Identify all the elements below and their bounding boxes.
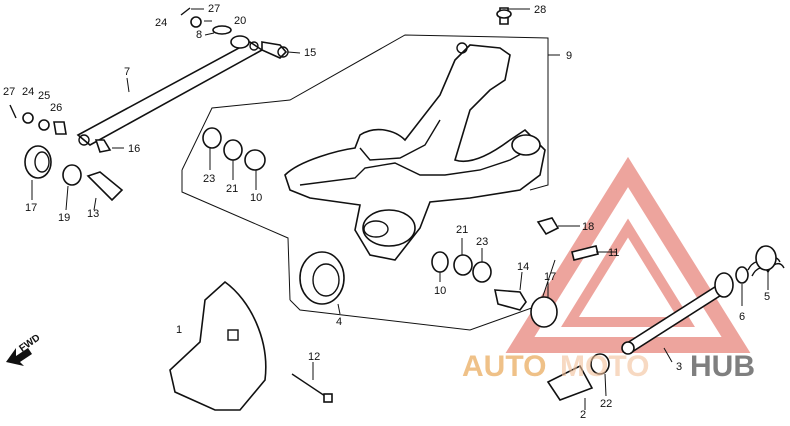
callout-11: 11 [608, 247, 619, 259]
callout-labels: 27 24 20 8 15 28 9 7 27 24 25 26 16 17 1… [3, 3, 770, 421]
drive-shaft-3 [621, 272, 734, 355]
callout-5: 5 [764, 291, 770, 303]
callout-4: 4 [336, 316, 342, 328]
callout-16: 16 [128, 143, 140, 155]
watermark-moto: MOTO [560, 350, 649, 383]
watermark-auto: AUTO [462, 350, 546, 383]
callout-2: 2 [580, 409, 586, 421]
callout-13: 13 [87, 208, 99, 220]
watermark-hub: HUB [690, 350, 755, 383]
callout-7: 7 [124, 66, 130, 78]
callout-20: 20 [234, 15, 246, 27]
callout-12: 12 [308, 351, 320, 363]
callout-27b: 27 [3, 86, 15, 98]
leader-lines [31, 8, 769, 410]
callout-28: 28 [534, 4, 546, 16]
callout-18: 18 [582, 221, 594, 233]
torque-link-hardware [180, 7, 512, 59]
callout-10b: 10 [434, 285, 446, 297]
swing-arm [284, 42, 546, 261]
bolt-12 [291, 373, 333, 403]
callout-6: 6 [739, 311, 745, 323]
callout-25: 25 [38, 90, 50, 102]
callout-24a: 24 [155, 17, 167, 29]
universal-joint-2 [546, 353, 610, 401]
callout-9: 9 [566, 50, 572, 62]
torque-link-7 [76, 41, 264, 146]
callout-22: 22 [600, 398, 612, 410]
callout-24b: 24 [22, 86, 34, 98]
callout-15: 15 [304, 47, 316, 59]
callout-27a: 27 [208, 3, 220, 15]
callout-8: 8 [196, 29, 202, 41]
forward-arrow: FWD [6, 332, 42, 366]
callout-17b: 17 [544, 271, 556, 283]
watermark-text: AUTO MOTO HUB [462, 350, 755, 383]
callout-21a: 21 [226, 183, 238, 195]
spring-5 [735, 245, 785, 284]
callout-1: 1 [176, 324, 182, 336]
dust-boot-4 [299, 251, 345, 305]
callout-3: 3 [676, 361, 682, 373]
callout-23b: 23 [476, 236, 488, 248]
callout-10a: 10 [250, 192, 262, 204]
chain-guard-1 [169, 280, 267, 411]
callout-21b: 21 [456, 224, 468, 236]
callout-19: 19 [58, 212, 70, 224]
callout-17a: 17 [25, 202, 37, 214]
left-pivot-parts [9, 104, 266, 202]
right-pivot-parts [431, 217, 599, 328]
callout-14: 14 [517, 261, 529, 273]
callout-23a: 23 [203, 173, 215, 185]
callout-26: 26 [50, 102, 62, 114]
